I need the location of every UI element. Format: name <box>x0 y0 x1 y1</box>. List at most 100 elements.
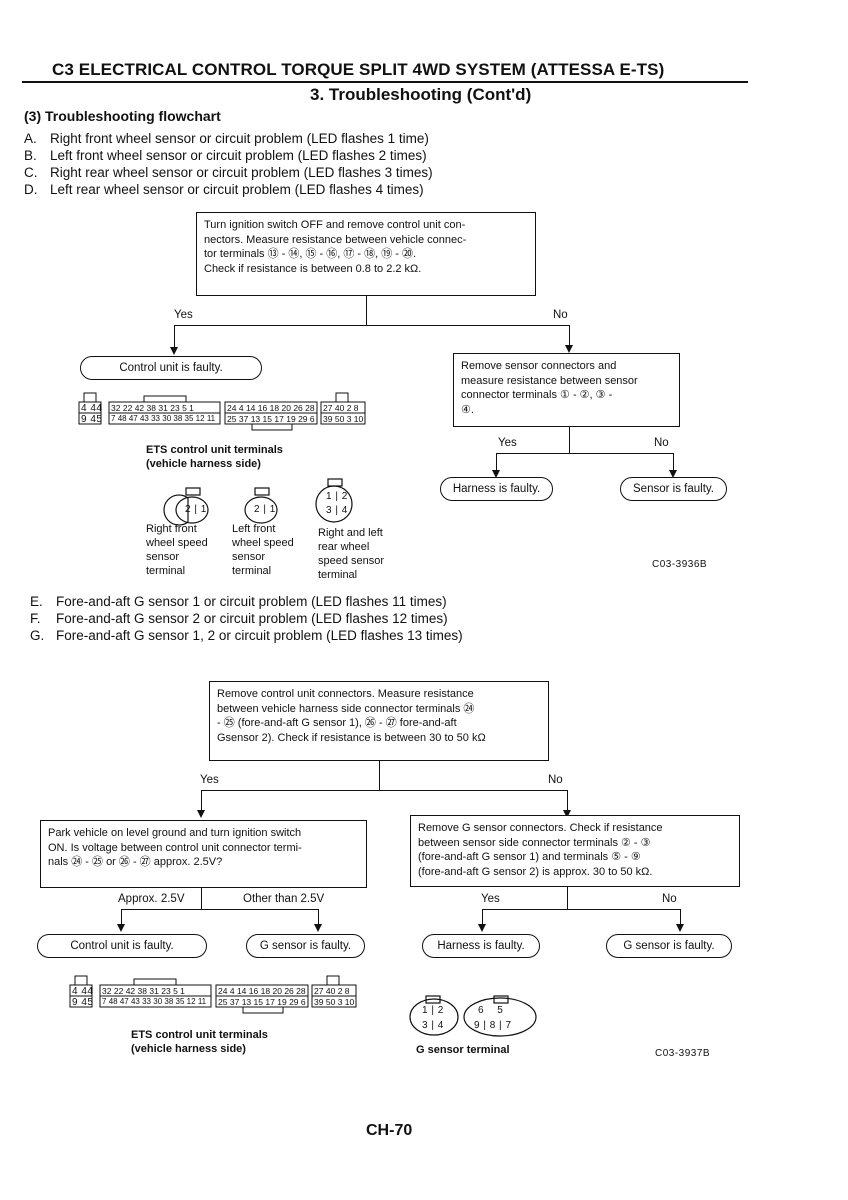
flow2-result-gsensor-right: G sensor is faulty. <box>606 934 732 958</box>
flow2-yes2-label: Yes <box>481 893 500 905</box>
list-item: D.Left rear wheel sensor or circuit prob… <box>24 182 424 197</box>
flow2-yes-line <box>201 790 203 810</box>
flow2-approx-line <box>121 909 123 925</box>
arrow-down-icon <box>314 924 322 932</box>
pins-d-top: 27 40 2 8 <box>323 403 359 413</box>
g1-pins-top: 1 | 2 <box>422 1005 444 1016</box>
pins-d-bot: 39 50 3 10 <box>323 414 364 424</box>
pins-rf: 2 | 1 <box>185 504 207 515</box>
flow2-left-box: Park vehicle on level ground and turn ig… <box>40 820 367 888</box>
connector-latch-icon <box>185 487 201 496</box>
arrow-down-icon <box>563 810 571 818</box>
flow1-step1-box: Turn ignition switch OFF and remove cont… <box>196 212 536 296</box>
flow1-connector-caption: ETS control unit terminals (vehicle harn… <box>146 444 283 470</box>
list-item: E.Fore-and-aft G sensor 1 or circuit pro… <box>30 594 447 609</box>
g-sensor-caption: G sensor terminal <box>416 1044 510 1056</box>
flow1-no-label: No <box>553 309 568 321</box>
flow2-branch-line <box>201 790 568 792</box>
pins2-a-top: 4 44 <box>72 986 94 997</box>
flow1-result-control-unit: Control unit is faulty. <box>80 356 262 380</box>
flow2-left-branch <box>121 909 319 911</box>
g2-pins-top: 6 5 <box>478 1005 504 1016</box>
flow1-connector <box>366 296 368 326</box>
flow2-no2-line <box>680 909 682 925</box>
pins-a-bot: 9 45 <box>81 414 103 425</box>
flow2-left-connector <box>201 888 203 910</box>
flow1-yes-label: Yes <box>174 309 193 321</box>
pins2-c-top: 24 4 14 16 18 20 26 28 <box>218 986 306 996</box>
flow2-no2-label: No <box>662 893 677 905</box>
pins-b-top: 32 22 42 38 31 23 5 1 <box>111 403 194 413</box>
connector-key-icon <box>143 395 187 403</box>
flow1-step2-branch <box>496 453 674 455</box>
pins-rear-bot: 3 | 4 <box>326 505 348 516</box>
flow1-no-line <box>569 325 571 345</box>
page-header-title: C3 ELECTRICAL CONTROL TORQUE SPLIT 4WD S… <box>52 60 665 79</box>
pins-c-bot: 25 37 13 15 17 19 29 6 <box>227 414 315 424</box>
connector-tab-icon <box>74 975 88 986</box>
connector-latch-icon <box>493 995 509 1004</box>
flow1-result-sensor: Sensor is faulty. <box>620 477 727 501</box>
flow2-right-branch <box>482 909 681 911</box>
arrow-down-icon <box>478 924 486 932</box>
flow1-no2-label: No <box>654 437 669 449</box>
flow2-connector-caption: ETS control unit terminals (vehicle harn… <box>131 1029 268 1055</box>
list-item: B.Left front wheel sensor or circuit pro… <box>24 148 427 163</box>
flow2-yes-label: Yes <box>200 774 219 786</box>
g2-pins-bot: 9 | 8 | 7 <box>474 1020 512 1031</box>
g1-pins-bot: 3 | 4 <box>422 1020 444 1031</box>
pins-lf: 2 | 1 <box>254 504 276 515</box>
list-item: G.Fore-and-aft G sensor 1, 2 or circuit … <box>30 628 463 643</box>
connector-tab-icon <box>335 392 349 403</box>
arrow-down-icon <box>117 924 125 932</box>
flow1-branch-line <box>174 325 570 327</box>
pins-rear-top: 1 | 2 <box>326 491 348 502</box>
pins2-b-bot: 7 48 47 43 33 30 38 35 12 11 <box>102 997 207 1006</box>
page-number: CH-70 <box>366 1122 413 1139</box>
pins2-d-top: 27 40 2 8 <box>314 986 350 996</box>
problem-list-1: A.Right front wheel sensor or circuit pr… <box>24 130 433 198</box>
arrow-down-icon <box>492 470 500 478</box>
flow2-no-label: No <box>548 774 563 786</box>
pins-a-top: 4 44 <box>81 403 103 414</box>
arrow-down-icon <box>197 810 205 818</box>
flow1-step2-box: Remove sensor connectors and measure res… <box>453 353 680 427</box>
problem-list-2: E.Fore-and-aft G sensor 1 or circuit pro… <box>30 593 463 644</box>
ets-connector-diagram-2 <box>69 975 357 1014</box>
g-sensor-connector-1-icon <box>409 998 459 1036</box>
flow2-result-gsensor-left: G sensor is faulty. <box>246 934 365 958</box>
arrow-down-icon <box>676 924 684 932</box>
connector-tab-icon <box>83 392 97 403</box>
flow2-right-box: Remove G sensor connectors. Check if res… <box>410 815 740 887</box>
figure-code-1: C03-3936B <box>652 559 708 570</box>
connector-key-icon <box>251 423 293 431</box>
connector-key-icon <box>133 978 177 986</box>
sensor-connector-lf-icon <box>244 496 278 524</box>
flow1-step2-connector <box>569 427 571 454</box>
flow2-yes2-line <box>482 909 484 925</box>
sensor-connector-rf-icon <box>163 494 189 526</box>
pins2-c-bot: 25 37 13 15 17 19 29 6 <box>218 997 306 1007</box>
connector-latch-icon <box>254 487 270 496</box>
connector-tab-icon <box>326 975 340 986</box>
arrow-down-icon <box>170 347 178 355</box>
flow2-other-label: Other than 2.5V <box>243 893 325 905</box>
arrow-down-icon <box>565 345 573 353</box>
connector-latch-icon <box>425 995 441 1004</box>
flow2-step1-box: Remove control unit connectors. Measure … <box>209 681 549 761</box>
list-item: A.Right front wheel sensor or circuit pr… <box>24 131 429 146</box>
flow2-result-harness: Harness is faulty. <box>422 934 540 958</box>
pins-c-top: 24 4 14 16 18 20 26 28 <box>227 403 315 413</box>
flow1-step2-no-line <box>673 453 675 471</box>
flow2-approx-label: Approx. 2.5V <box>118 893 185 905</box>
pins2-b-top: 32 22 42 38 31 23 5 1 <box>102 986 185 996</box>
connector-key-icon <box>242 1006 284 1014</box>
sensor-connector-rf-icon <box>175 496 209 524</box>
g-sensor-connector-2-icon <box>463 997 537 1037</box>
flow1-step2-yes-line <box>496 453 498 471</box>
ets-connector-diagram-1 <box>78 392 366 431</box>
flow2-result-control-unit: Control unit is faulty. <box>37 934 207 958</box>
